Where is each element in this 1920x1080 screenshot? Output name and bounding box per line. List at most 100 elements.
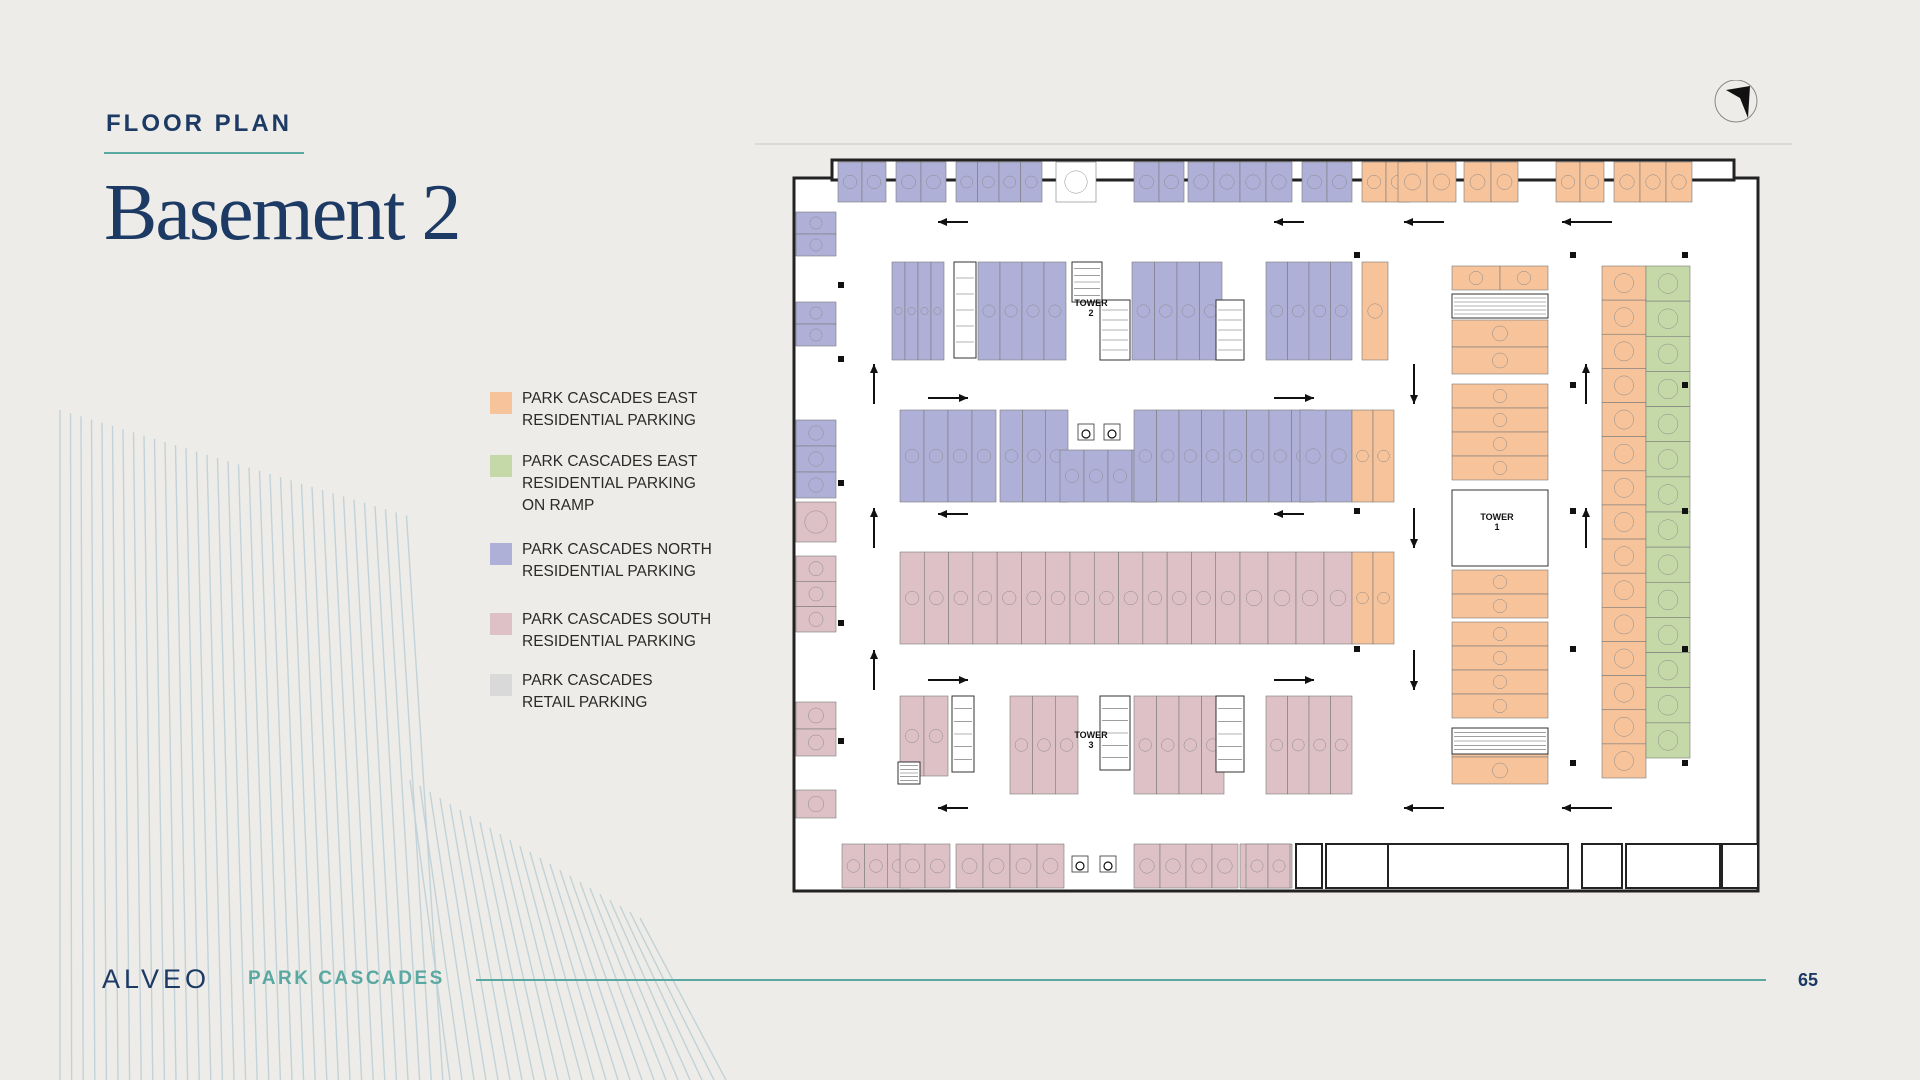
parking-stall (1133, 161, 1160, 203)
deco-line (395, 512, 432, 1080)
arrow-head (938, 510, 947, 518)
stall-number-circle (1217, 858, 1233, 874)
utility-room (1581, 843, 1623, 889)
stall-number-circle (1004, 304, 1018, 318)
parking-stall-block (795, 301, 837, 347)
stall-number-circle (1645, 174, 1661, 190)
stall-number-circle (930, 858, 945, 874)
parking-stall (1265, 695, 1288, 795)
stall-number-circle (1220, 590, 1235, 606)
parking-stall (1055, 695, 1079, 795)
parking-stall (972, 551, 998, 645)
stall-number-circle (1585, 175, 1599, 189)
accessible-icon (1103, 423, 1121, 441)
stall-number-circle (1089, 469, 1103, 483)
parking-stall (1059, 449, 1085, 503)
traffic-arrow (1404, 804, 1444, 812)
parking-stall (1055, 161, 1097, 203)
parking-stall (1645, 722, 1691, 759)
footer-logo: ALVEO (102, 964, 211, 994)
parking-stall (1223, 409, 1247, 503)
stall-number-circle (1614, 375, 1634, 396)
parking-stall (1045, 551, 1071, 645)
structural-column (838, 620, 844, 626)
deco-line (185, 448, 200, 1080)
stair-core (1071, 261, 1103, 303)
parking-stall (1308, 695, 1331, 795)
parking-stall (1330, 261, 1353, 361)
stair-core (1099, 695, 1131, 771)
stall-number-circle (1657, 308, 1679, 329)
deco-line (353, 499, 386, 1080)
arrow-head (938, 804, 947, 812)
parking-stall (1009, 695, 1033, 795)
parking-stall (1601, 265, 1647, 301)
structural-column (1354, 646, 1360, 652)
parking-stall (1158, 161, 1185, 203)
parking-stall (899, 409, 925, 503)
stall-number-circle (1060, 738, 1074, 752)
parking-stall (1211, 843, 1239, 889)
stall-number-circle (1172, 590, 1187, 606)
parking-stall-block (999, 409, 1069, 503)
parking-stall-block (837, 161, 887, 203)
parking-stall (1191, 551, 1217, 645)
stall-number-circle (1614, 273, 1634, 293)
parking-stall-block (899, 843, 951, 889)
parking-stall (795, 301, 837, 325)
stall-number-circle (1614, 614, 1634, 635)
parking-stall (1246, 409, 1270, 503)
parking-stall (1601, 368, 1647, 403)
parking-stall (1645, 476, 1691, 513)
stall-number-circle (1561, 175, 1575, 189)
parking-stall-block (895, 161, 947, 203)
deco-line (489, 827, 547, 1080)
deco-line (479, 821, 535, 1080)
stall-number-circle (1404, 173, 1421, 191)
traffic-arrow (870, 364, 878, 404)
parking-stall (999, 261, 1023, 361)
page-title: Basement 2 (104, 169, 461, 257)
parking-stall (1032, 695, 1056, 795)
stall-number-circle (1657, 554, 1679, 575)
stall-number-circle (869, 859, 883, 873)
parking-stall (795, 728, 837, 757)
deco-line (579, 881, 655, 1080)
parking-stall (1133, 695, 1157, 795)
traffic-arrow (1274, 676, 1314, 684)
arrow-head (870, 650, 878, 659)
parking-stall (795, 501, 837, 543)
stall-number-circle (926, 174, 941, 190)
parking-stall (795, 323, 837, 347)
deco-line (164, 441, 177, 1080)
traffic-arrow (1582, 508, 1590, 548)
parking-stall (1213, 161, 1241, 203)
parking-stall (1645, 511, 1691, 548)
parking-stall (920, 161, 947, 203)
parking-stall (1159, 843, 1187, 889)
parking-stall (1645, 371, 1691, 407)
structural-column (1682, 646, 1688, 652)
stall-number-circle (1064, 170, 1088, 194)
stall-number-circle (843, 175, 857, 189)
stall-number-circle (809, 328, 823, 342)
parking-stall-block (899, 409, 997, 503)
compass-ring (1714, 80, 1758, 123)
stall-number-circle (1614, 443, 1634, 464)
deco-line (80, 416, 84, 1080)
accessible-wheel (1081, 429, 1091, 439)
legend-swatch-east-ramp (490, 455, 512, 477)
parking-stall (971, 409, 997, 503)
parking-stall-block (1239, 551, 1353, 645)
deco-line (311, 486, 340, 1080)
parking-stall (895, 161, 922, 203)
stall-number-circle (1003, 175, 1017, 189)
stall-number-circle (1245, 174, 1261, 190)
stall-number-circle (809, 216, 823, 230)
accessible-icon (1099, 855, 1117, 873)
parking-stall (795, 419, 837, 447)
tower-label-line: TOWER (1480, 512, 1514, 522)
arrow-head (938, 218, 947, 226)
stall-number-circle (953, 590, 968, 606)
parking-stall-block (955, 161, 1043, 203)
